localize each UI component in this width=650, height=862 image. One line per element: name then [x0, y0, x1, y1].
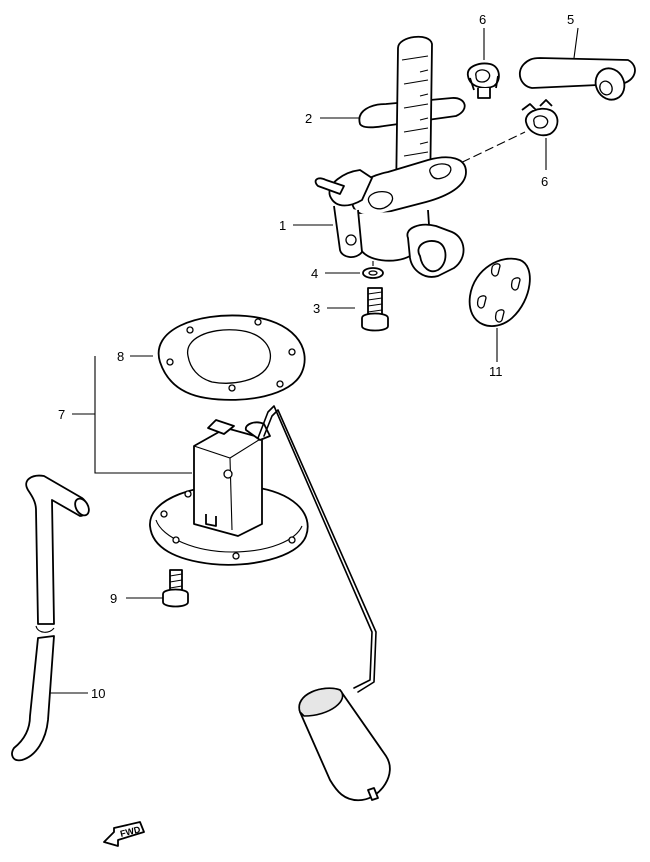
callout-6-lower: 6 — [541, 174, 548, 189]
part-7-fuel-gauge-unit — [149, 405, 391, 802]
callout-8: 8 — [117, 349, 124, 364]
part-8-gasket — [157, 314, 306, 401]
callout-3: 3 — [313, 301, 320, 316]
forward-arrow-icon — [103, 821, 145, 847]
part-4-washer — [362, 267, 384, 279]
leader-lines — [45, 27, 579, 694]
callout-10: 10 — [91, 686, 105, 701]
part-5-hose — [518, 57, 636, 101]
part-6-clamp-upper — [467, 62, 500, 99]
part-10-hose — [11, 474, 90, 762]
callout-11: 11 — [489, 364, 503, 379]
part-3-screw — [361, 287, 389, 332]
callout-7: 7 — [58, 407, 65, 422]
callout-6-upper: 6 — [479, 12, 486, 27]
fwd-marker: FWD — [103, 821, 145, 847]
part-9-screw — [162, 569, 189, 608]
callout-9: 9 — [110, 591, 117, 606]
part-6-clamp-lower — [521, 99, 559, 137]
part-11-cover — [468, 257, 531, 327]
callout-2: 2 — [305, 111, 312, 126]
callout-1: 1 — [279, 218, 286, 233]
callouts: 1 2 3 4 5 6 6 7 8 9 10 11 — [58, 12, 574, 701]
callout-5: 5 — [567, 12, 574, 27]
fwd-label: FWD — [119, 824, 142, 839]
callout-4: 4 — [311, 266, 318, 281]
part-1-fuel-cock — [314, 35, 467, 278]
